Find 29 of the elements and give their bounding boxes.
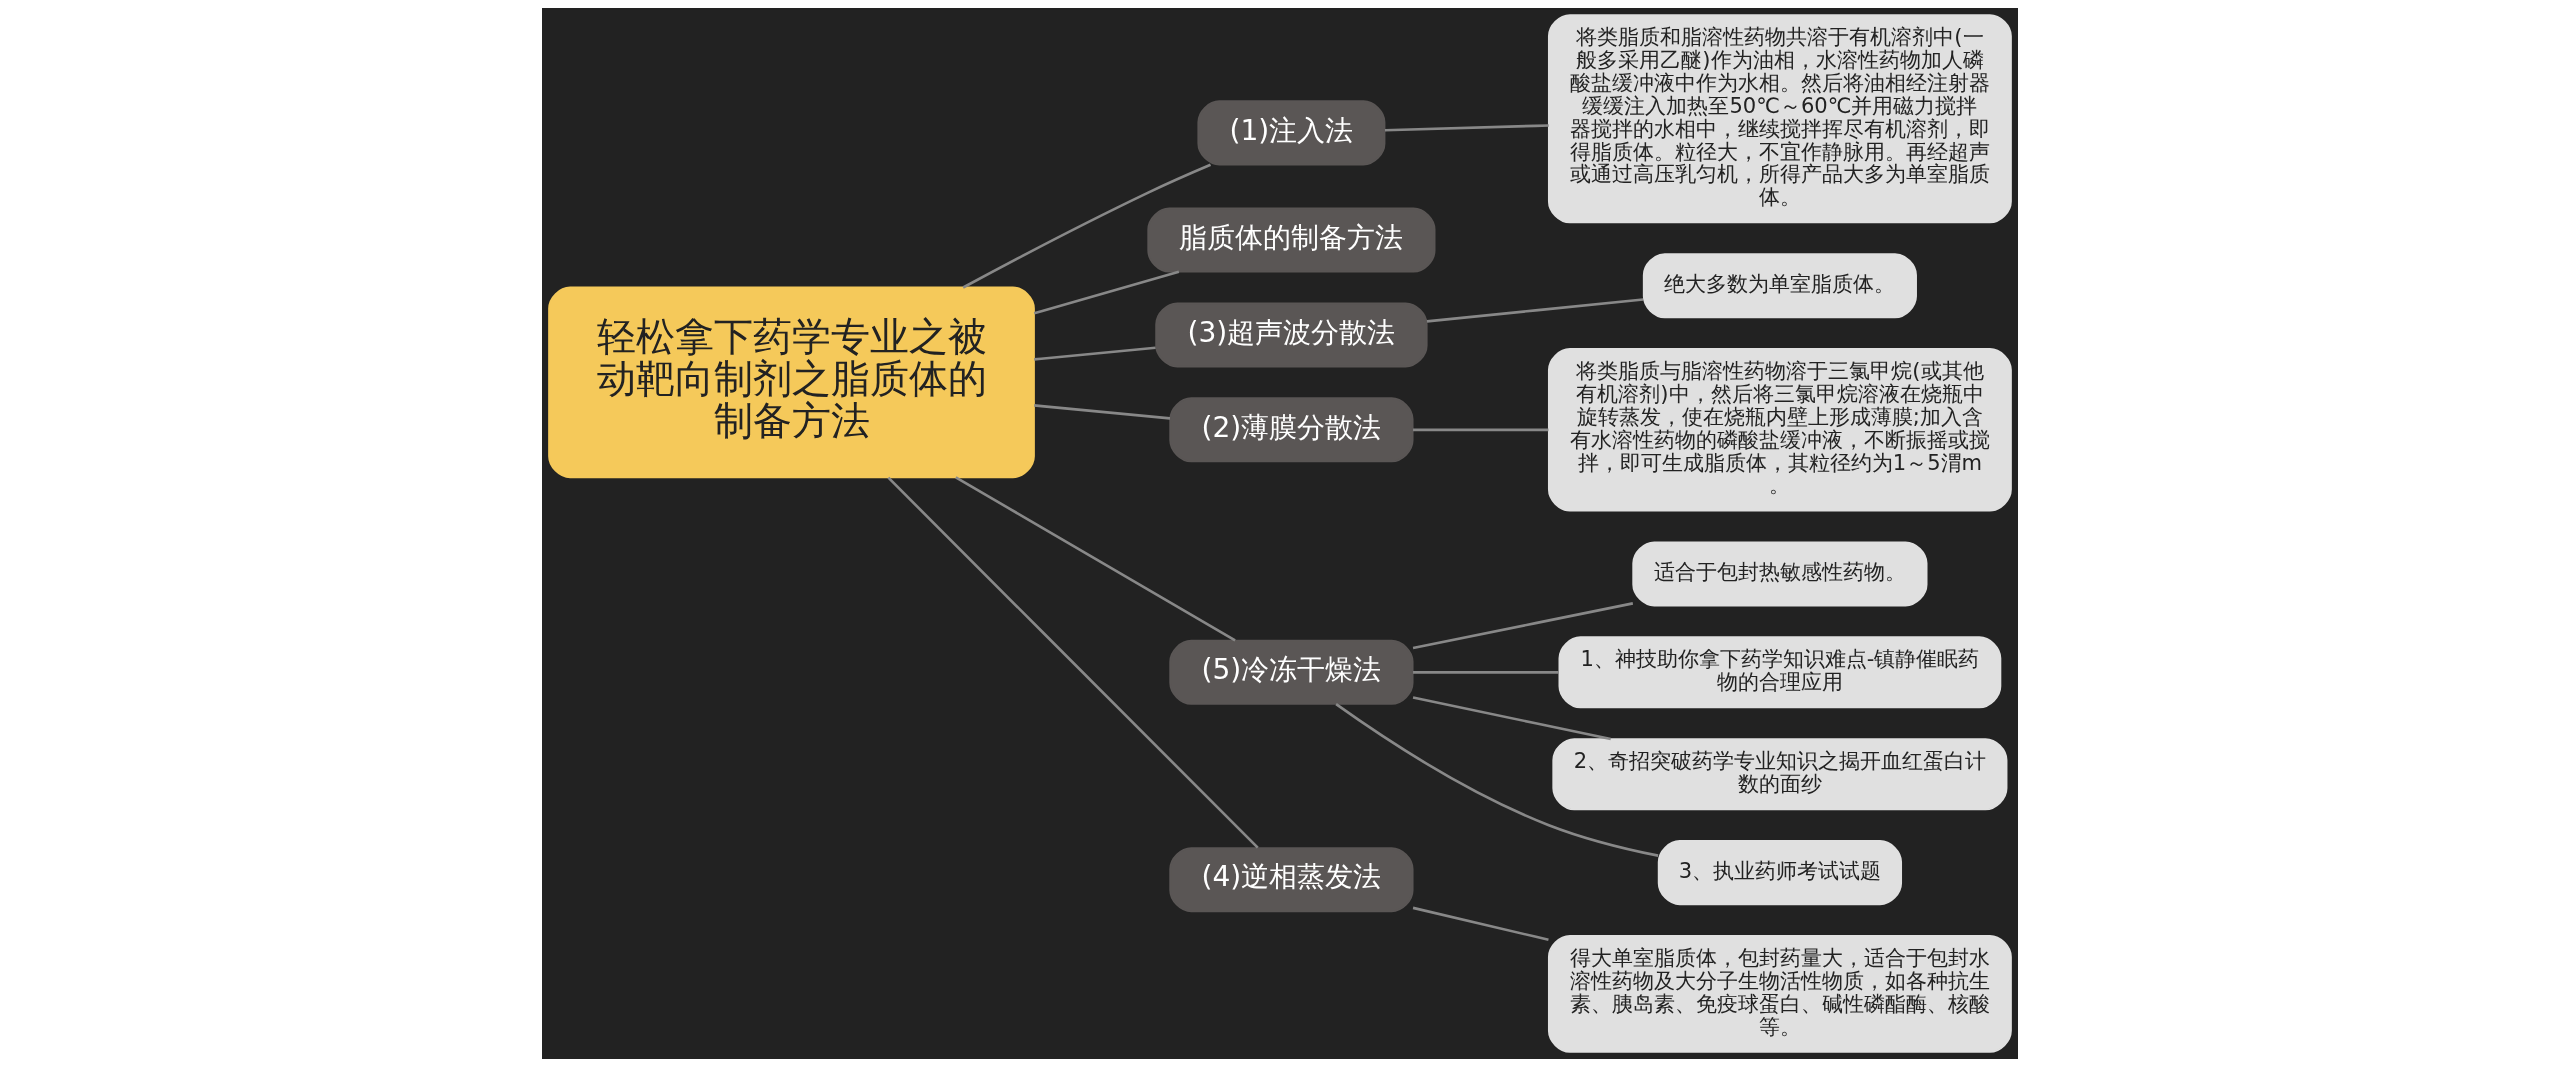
- node-box: (5)冷冻干燥法: [1169, 639, 1414, 705]
- connector: [1033, 270, 1180, 315]
- node-box: 得大单室脂质体，包封药量大，适合于包封水溶性药物及大分子生物活性物质，如各种抗生素、胰岛素、免疫球蛋白、碱性磷酯酶、核酸等。: [1547, 935, 2012, 1053]
- connector: [955, 476, 1236, 642]
- node-box: 绝大多数为单室脂质体。: [1642, 253, 1917, 319]
- node-box: (1)注入法: [1197, 100, 1386, 166]
- node-box: 轻松拿下药学专业之被动靶向制剂之脂质体的制备方法: [548, 286, 1035, 479]
- connector: [1384, 124, 1549, 132]
- node-box: 将类脂质和脂溶性药物共溶于有机溶剂中(一般多采用乙醚)作为油相，水溶性药物加人磷酸盐缓冲液中作为水相。然后将油相经注射器缓缓注入加热至50℃～60℃并用磁力搅拌器搅拌的水相中，继续搅拌挥尽有机溶剂，即得脂质体。粒径大，不宜作静脉用。再经超声或通过高压乳匀机，所得产品大多为单室脂质体。: [1547, 14, 2012, 224]
- node-box: 将类脂质与脂溶性药物溶于三氯甲烷(或其他有机溶剂)中，然后将三氯甲烷溶液在烧瓶中旋转蒸发，使在烧瓶内壁上形成薄膜;加入含有水溶性药物的磷酸盐缓冲液，不断振摇或搅拌，即可生成脂质体，其粒径约为1～5渭m。: [1547, 348, 2012, 512]
- connector: [1335, 703, 1659, 857]
- connector: [1413, 428, 1549, 432]
- node-box: 适合于包封热敏感性药物。: [1632, 541, 1928, 607]
- connector: [1034, 404, 1171, 420]
- connector: [1426, 298, 1644, 323]
- node-box: 1、神技助你拿下药学知识难点-镇静催眠药物的合理应用: [1558, 636, 2002, 709]
- connector: [1412, 696, 1611, 741]
- node-box: 脂质体的制备方法: [1147, 207, 1436, 273]
- connector: [1412, 906, 1549, 942]
- node-box: 3、执业药师考试试题: [1657, 840, 1903, 906]
- connector: [1413, 671, 1559, 674]
- node-box: 2、奇招突破药学专业知识之揭开血红蛋白计数的面纱: [1552, 738, 2008, 811]
- node-box: (4)逆相蒸发法: [1169, 847, 1414, 913]
- node-box: (2)薄膜分散法: [1169, 397, 1414, 463]
- connector: [887, 476, 1259, 849]
- connector: [1412, 602, 1634, 650]
- node-box: (3)超声波分散法: [1155, 302, 1428, 368]
- connector: [1034, 346, 1156, 361]
- connector: [962, 163, 1212, 289]
